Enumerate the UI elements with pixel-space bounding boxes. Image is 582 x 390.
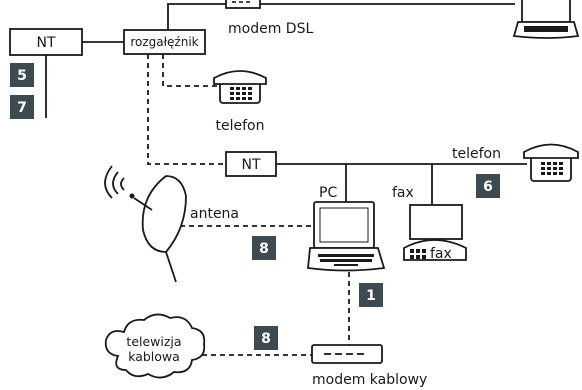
svg-text:1: 1 bbox=[366, 288, 376, 304]
satellite-dish-icon: antena bbox=[104, 165, 239, 283]
laptop-top-right bbox=[512, 0, 580, 39]
badge-5: 5 bbox=[10, 63, 34, 87]
nt-left-box: NT bbox=[9, 28, 83, 56]
cable-modem-label: modem kablowy bbox=[312, 372, 427, 388]
pc-label: PC bbox=[319, 185, 337, 201]
svg-text:8: 8 bbox=[259, 241, 269, 257]
phone-right-label: telefon bbox=[452, 146, 501, 162]
phone-top-label: telefon bbox=[216, 118, 265, 134]
nt-left-label: NT bbox=[36, 35, 55, 51]
badge-7: 7 bbox=[10, 95, 34, 119]
modem-dsl: modem DSL bbox=[225, 0, 313, 37]
fax-body-label: fax bbox=[430, 246, 452, 262]
antenna-label: antena bbox=[190, 206, 239, 222]
badge-8-bottom: 8 bbox=[254, 326, 278, 350]
line-splitter-modem bbox=[167, 3, 226, 30]
modem-dsl-label: modem DSL bbox=[228, 21, 313, 37]
line-splitter-phone bbox=[162, 54, 218, 87]
svg-text:5: 5 bbox=[17, 68, 27, 84]
svg-text:7: 7 bbox=[17, 100, 27, 116]
badge-6: 6 bbox=[476, 174, 500, 198]
svg-text:6: 6 bbox=[483, 179, 493, 195]
splitter-box: rozgałęźnik bbox=[123, 29, 206, 55]
pc-laptop-icon: PC bbox=[307, 185, 386, 272]
fax-icon: fax fax bbox=[392, 185, 467, 262]
line-splitter-nt bbox=[147, 54, 226, 165]
phone-icon-top: telefon bbox=[213, 70, 267, 134]
badge-8-top: 8 bbox=[252, 236, 276, 260]
cable-tv-cloud-icon: telewizja kablowa bbox=[104, 313, 206, 379]
svg-text:8: 8 bbox=[261, 331, 271, 347]
nt-center-box: NT bbox=[225, 151, 277, 177]
nt-center-label: NT bbox=[241, 157, 260, 173]
badge-1: 1 bbox=[359, 283, 383, 307]
cable-tv-label-2: kablowa bbox=[128, 349, 180, 364]
cable-modem-icon: modem kablowy bbox=[311, 344, 427, 388]
connections bbox=[45, 3, 527, 356]
splitter-label: rozgałęźnik bbox=[130, 35, 198, 49]
fax-title-label: fax bbox=[392, 185, 414, 201]
phone-icon-right: telefon bbox=[452, 143, 579, 182]
cable-tv-label-1: telewizja bbox=[126, 334, 181, 349]
